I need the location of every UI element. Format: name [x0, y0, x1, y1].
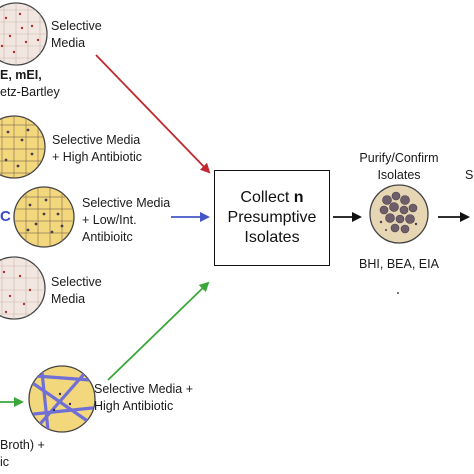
arrow-red-to-collect — [95, 54, 211, 174]
label-low-antibiotic-b: + Low/Int. — [82, 213, 137, 227]
label-high-antibiotic-1b: + High Antibiotic — [52, 150, 142, 164]
label-media-names-2: etz-Bartley — [0, 85, 60, 99]
collect-isolates-box: Collect n Presumptive Isolates — [214, 170, 330, 266]
stray-dot — [397, 292, 399, 294]
plate-high-antibiotic-2 — [28, 365, 96, 433]
label-selective-media-1b: Media — [51, 36, 86, 50]
label-media-names: E, mEI, — [0, 67, 42, 83]
label-media-letter: E, mEI, — [0, 68, 42, 82]
label-high-antibiotic-2a: Selective Media + — [94, 382, 194, 396]
label-broth: Broth) + — [0, 438, 45, 452]
collect-line-2: Presumptive — [227, 209, 317, 226]
label-broth-2: ic — [0, 455, 10, 469]
plate-low-antibiotic — [13, 186, 75, 248]
label-low-antibiotic-c: Antibioitc — [82, 230, 133, 244]
purify-label-b: Isolates — [377, 168, 421, 182]
right-edge-fragment: S — [465, 168, 474, 182]
collect-variable: n — [293, 189, 304, 206]
label-selective-media-2a: Selective — [51, 275, 102, 289]
label-selective-media-1a: Selective — [51, 19, 102, 33]
plate-selective-media-1 — [0, 2, 48, 66]
collect-text: Collect — [240, 189, 294, 206]
label-high-antibiotic-2b: High Antibiotic — [94, 399, 174, 413]
purify-media-label: BHI, BEA, EIA — [359, 257, 439, 271]
label-group-letter: C — [0, 208, 11, 225]
plate-high-antibiotic-1 — [0, 115, 46, 179]
plate-selective-media-2 — [0, 256, 46, 320]
arrow-green-to-collect — [107, 281, 210, 381]
purify-label-a: Purify/Confirm — [359, 151, 439, 165]
label-high-antibiotic-1a: Selective Media — [52, 133, 141, 147]
collect-line-1: Collect n — [240, 188, 303, 208]
label-low-antibiotic-a: Selective Media — [82, 196, 171, 210]
purify-plate — [369, 184, 429, 244]
label-selective-media-2b: Media — [51, 292, 86, 306]
collect-line-3: Isolates — [244, 229, 300, 246]
